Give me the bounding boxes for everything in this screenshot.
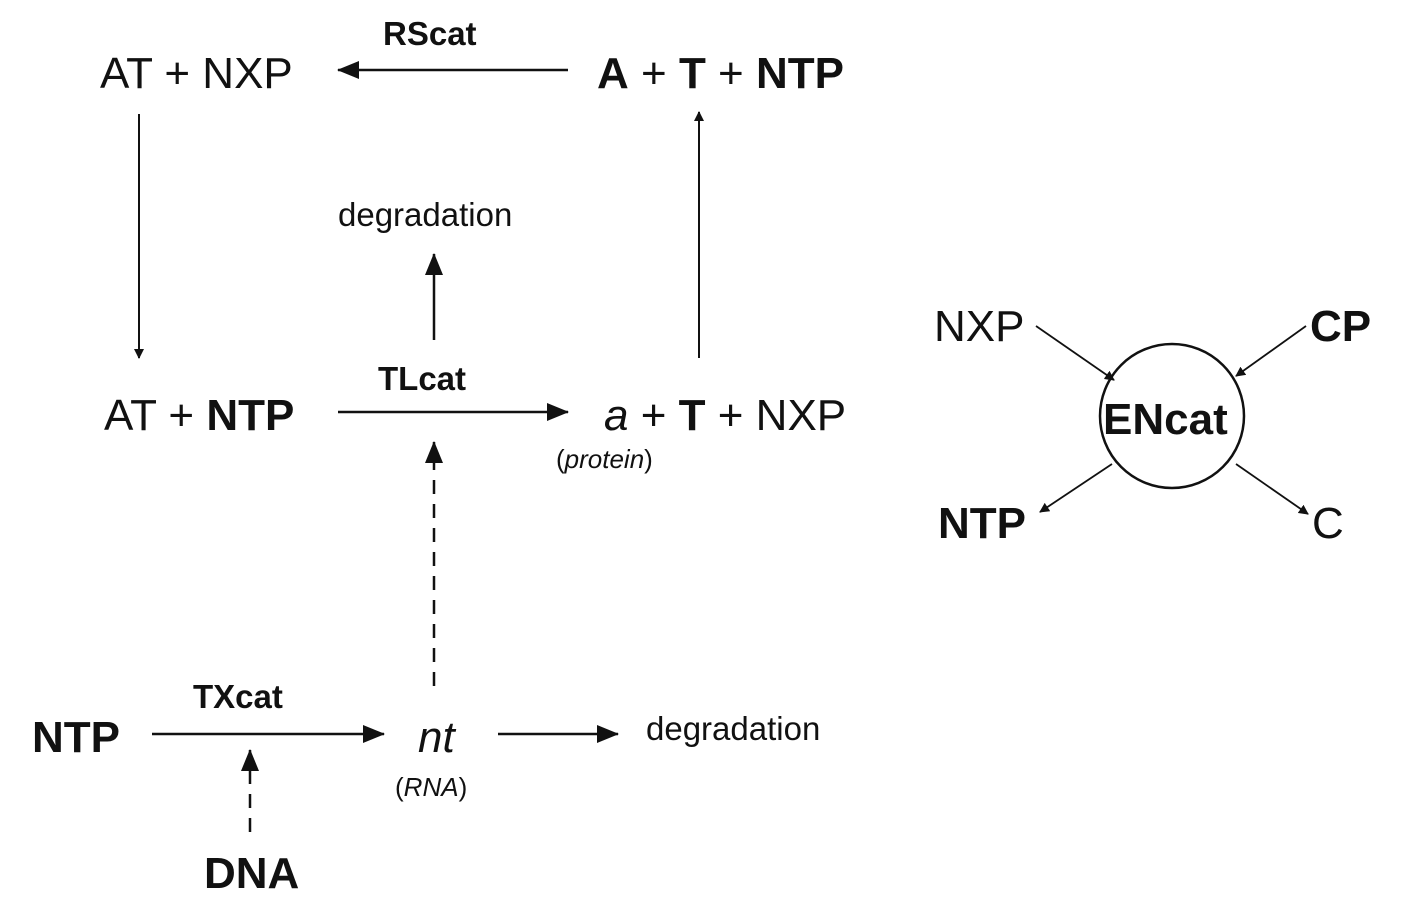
- species-at: AT +: [104, 391, 207, 440]
- species-ntp: NTP: [206, 391, 295, 440]
- rna-product-nt: nt: [418, 713, 455, 762]
- rna-degradation-label: degradation: [646, 710, 821, 747]
- species-ntp: NTP: [755, 49, 844, 98]
- encat-output-c: C: [1312, 499, 1344, 548]
- plus-sign: +: [705, 49, 756, 98]
- species-t: T: [678, 49, 706, 98]
- tlcat-catalyst-label: TLcat: [378, 360, 467, 397]
- encat-ntp-out-arrow: [1039, 463, 1113, 513]
- encat-nxp-in-arrow: [1035, 325, 1115, 381]
- paren-close: ): [644, 444, 653, 474]
- encat-circle: [1098, 342, 1246, 490]
- protein-word: protein: [564, 444, 645, 474]
- encat-c-out-arrow: [1235, 463, 1309, 515]
- txcat-catalyst-label: TXcat: [193, 678, 283, 715]
- encat-label: ENcat: [1103, 395, 1228, 444]
- rscat-products: A + T + NTP: [597, 52, 844, 96]
- rna-note: (RNA): [395, 774, 467, 800]
- inactive-species-a: a: [604, 391, 629, 440]
- rscat-catalyst-label: RScat: [383, 15, 477, 52]
- species-t: T: [678, 391, 706, 440]
- paren-close: ): [458, 772, 468, 802]
- protein-note: (protein): [556, 446, 653, 472]
- encat-input-nxp: NXP: [934, 302, 1025, 351]
- dna-template-label: DNA: [204, 849, 300, 898]
- species-nxp: + NXP: [705, 391, 847, 440]
- protein-degradation-label: degradation: [338, 196, 513, 233]
- rna-word: RNA: [403, 772, 459, 802]
- encat-input-cp: CP: [1310, 302, 1372, 351]
- active-species-a: A: [597, 49, 629, 98]
- plus-sign: +: [628, 49, 679, 98]
- tlcat-substrates: AT + NTP: [104, 394, 294, 438]
- tlcat-products: a + T + NXP: [604, 394, 846, 438]
- encat-output-ntp: NTP: [938, 499, 1026, 548]
- txcat-substrate: NTP: [32, 713, 120, 762]
- encat-cp-in-arrow: [1235, 325, 1307, 377]
- plus-sign: +: [628, 391, 679, 440]
- paren-open: (: [395, 772, 404, 802]
- paren-open: (: [556, 444, 565, 474]
- rscat-substrates: AT + NXP: [100, 49, 293, 98]
